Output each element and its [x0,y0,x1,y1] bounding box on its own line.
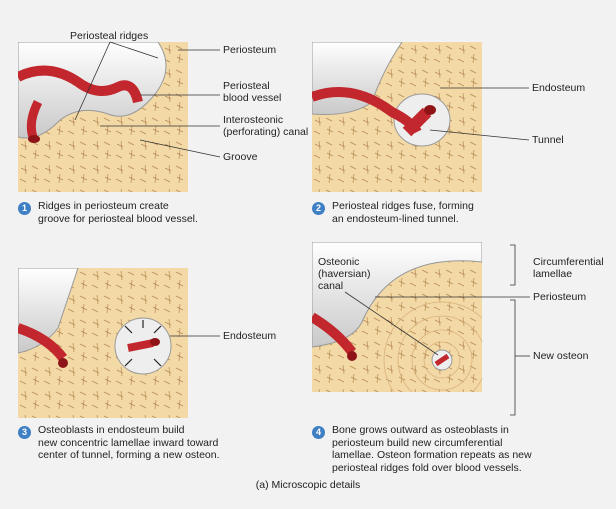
vessel-in-tunnel [402,107,432,137]
bracket-new-osteon [510,299,516,416]
label-endosteum-2: Endosteum [532,82,586,94]
label-groove: Groove [223,151,258,163]
step-badge-2: 2 [312,202,325,215]
label-canal-1: Interosteonic(perforating) canal [223,114,309,138]
concentric-lamellae [383,301,482,392]
vessel-in-tunnel [127,339,154,352]
vessel-cut-end [28,135,40,143]
panel-2-illustration [312,42,482,192]
label-new-osteon: New osteon [533,350,589,362]
osteoblast-arrows [124,320,162,367]
figure-caption: (a) Microscopic details [255,479,361,491]
label-endosteum-3: Endosteum [223,330,277,342]
step-badge-1: 1 [18,202,31,215]
vessel-cut-end [58,358,68,368]
vessel-cut-end [424,105,436,115]
vessel-cut-end [347,351,357,361]
blood-vessel [18,323,67,362]
panel-1-illustration [18,42,188,192]
label-periosteal-ridges: Periosteal ridges [70,30,149,42]
vessel-cut-end [150,338,160,346]
label-tunnel: Tunnel [532,134,564,146]
bracket-circumferential [510,244,516,286]
label-periosteum-1: Periosteum [223,44,277,56]
label-periosteum-4: Periosteum [533,291,587,303]
vessel-in-canal [434,353,450,367]
step-badge-3: 3 [18,426,31,439]
label-osteonic-canal: Osteonic(haversian)canal [318,256,371,292]
vessel-branch [26,99,43,139]
panel-3-illustration [18,268,188,418]
step-badge-4: 4 [312,426,325,439]
